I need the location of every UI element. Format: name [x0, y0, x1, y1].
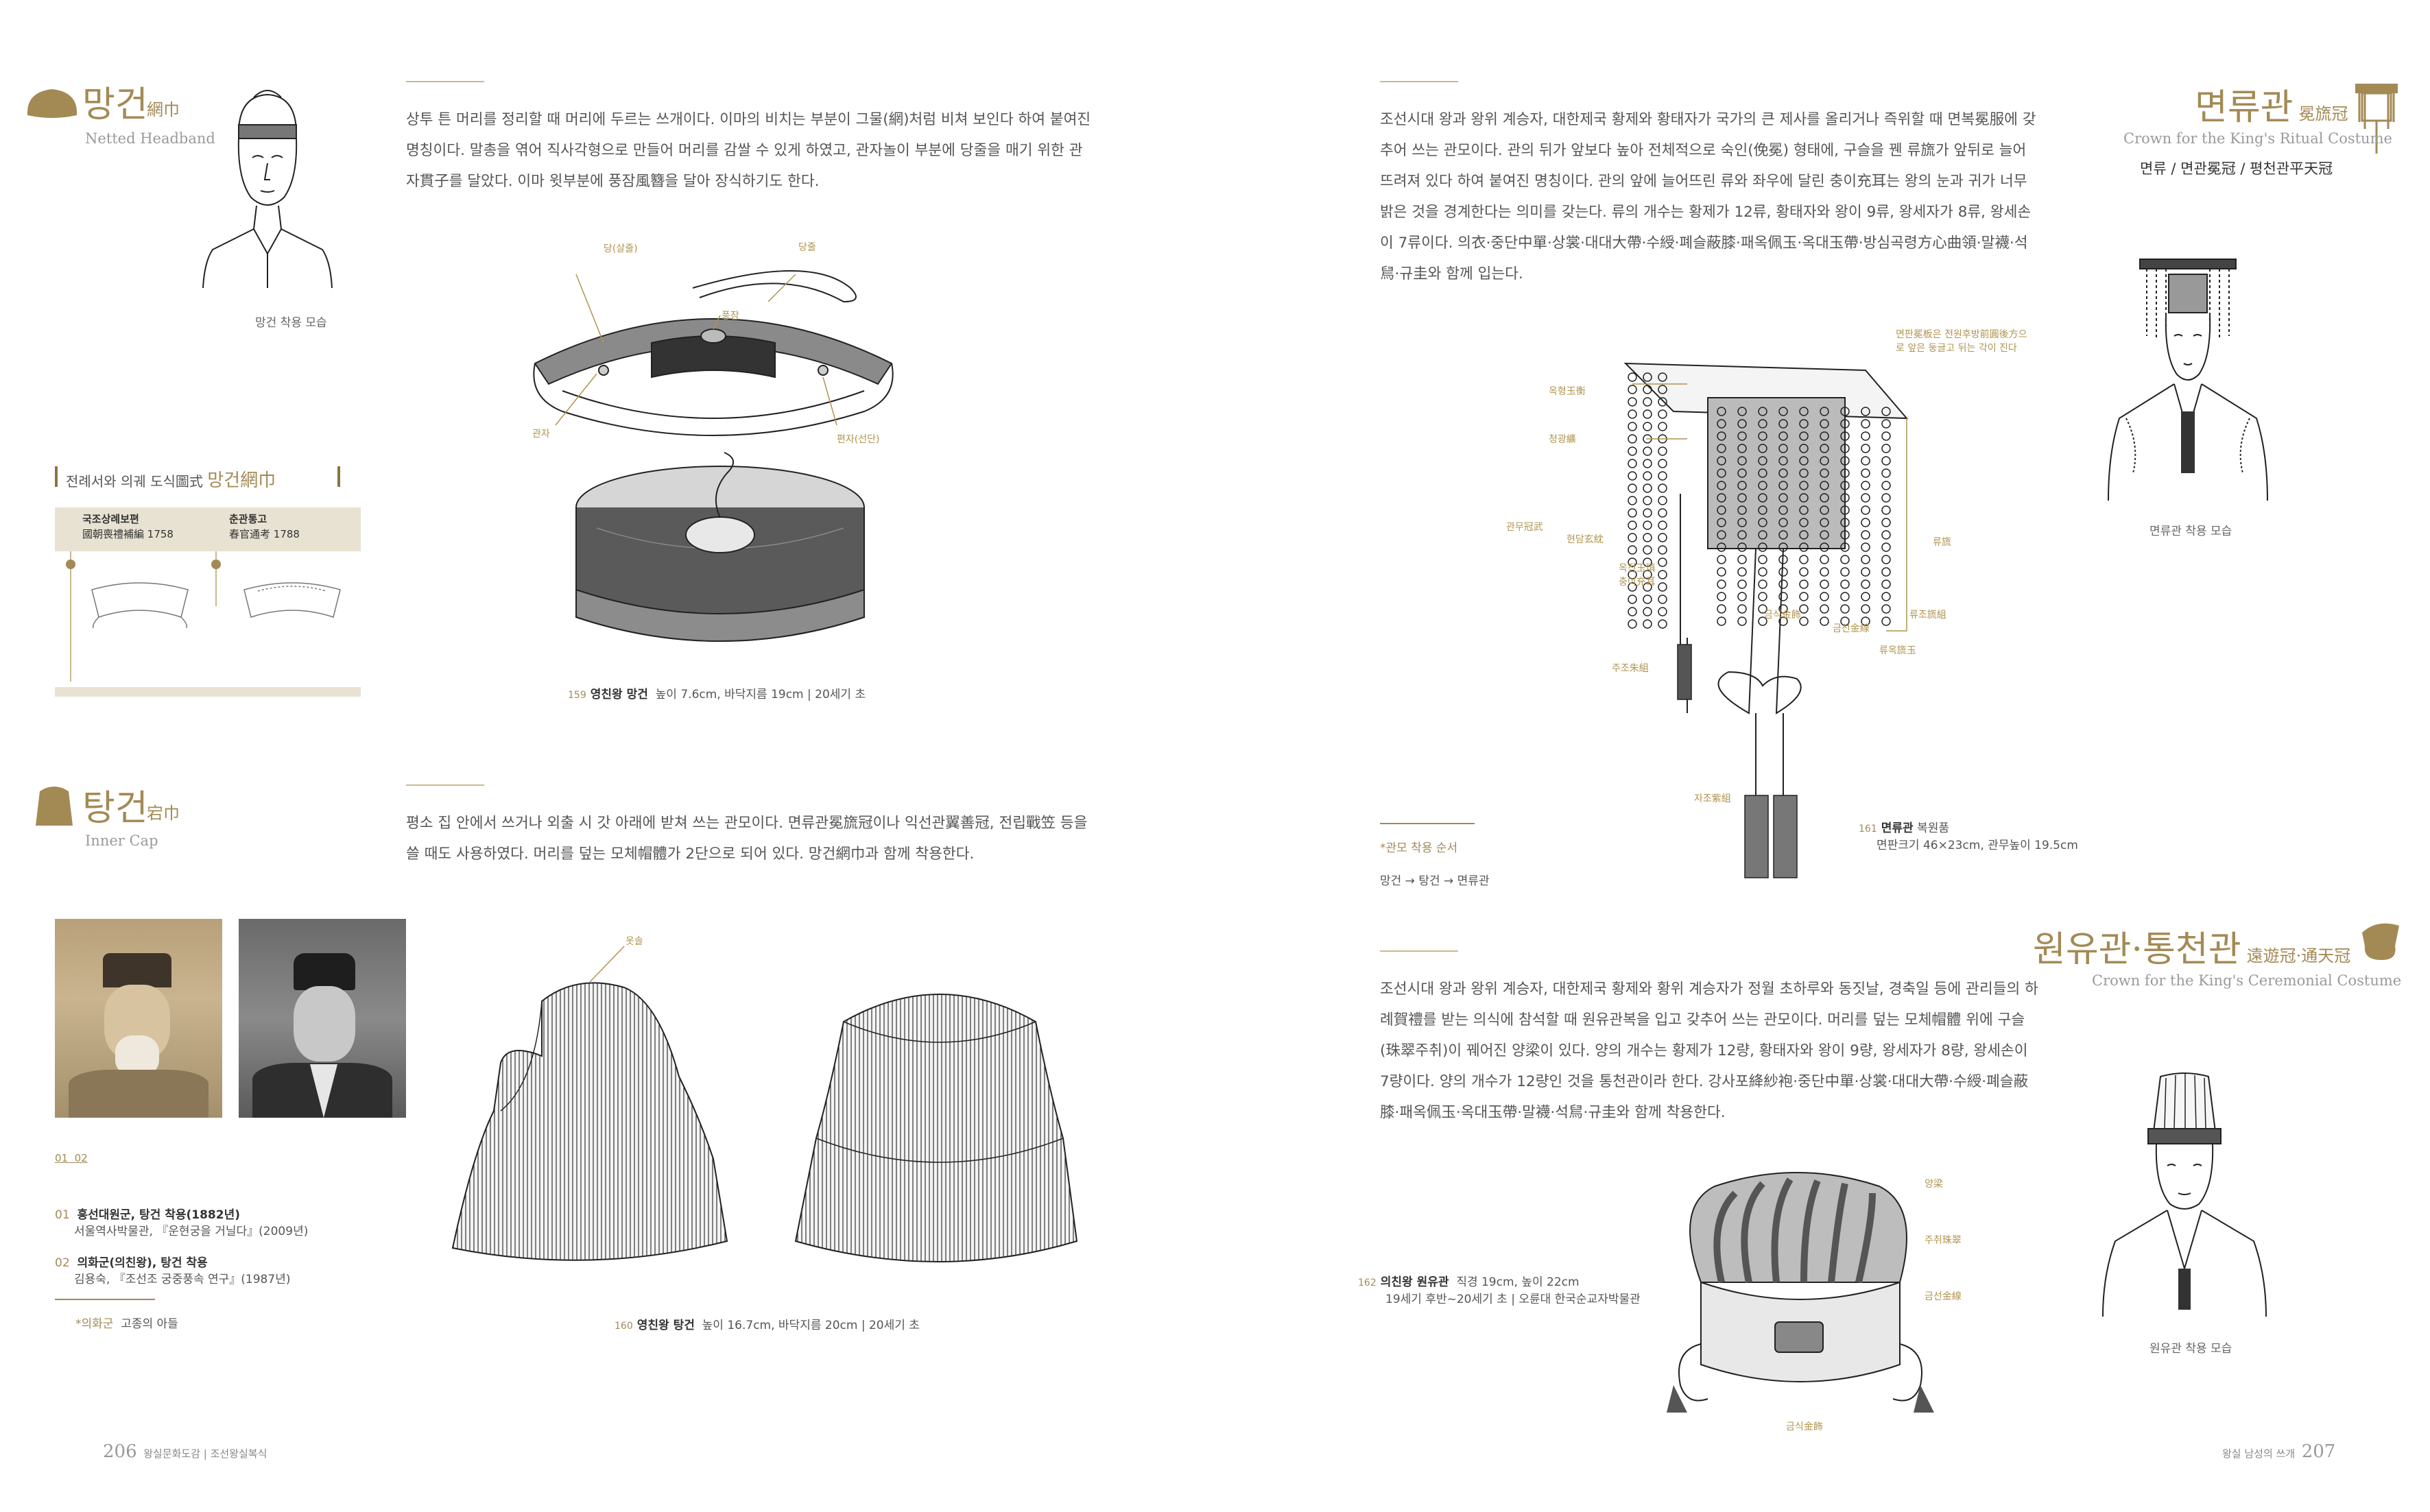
danggeon-title-en: Inner Cap — [85, 832, 158, 849]
myeonryugwan-crown-diagram — [1623, 362, 1909, 878]
myeonryugwan-title-en: Crown for the King's Ritual Costume — [2123, 130, 2392, 147]
manggeon-band-diagram — [533, 270, 894, 436]
danggeon-photo-caption-2: 02 의화군(의친왕), 탕건 착용 김용숙, 『조선조 궁중풍속 연구』(19… — [55, 1256, 291, 1286]
danggeon-rule — [406, 784, 484, 786]
order-text: 망건 → 탕건 → 면류관 — [1380, 874, 1490, 888]
manggeon-title-hanja: 網巾 — [147, 100, 180, 119]
box-source-1-title: 국조상례보편 — [82, 513, 139, 525]
manggeon-label-dang: 당(살줄) — [604, 243, 638, 254]
danggeon-note-rule — [55, 1299, 155, 1300]
order-rule — [1380, 823, 1475, 824]
myeonryugwan-portrait-caption: 면류관 착용 모습 — [2149, 525, 2232, 538]
danggeon-drawing-front — [794, 994, 1078, 1262]
myeonryugwan-label-ryu: 류旒 — [1933, 537, 1951, 548]
myeonryugwan-title-icon — [2355, 84, 2398, 154]
wonyugwan-label-geumsik: 금식金飾 — [1786, 1421, 1823, 1432]
manggeon-diagram-box: 전례서와 의궤 도식圖式 망건網巾 국조상례보편 國朝喪禮補編 1758 춘관통… — [55, 466, 361, 699]
wonyugwan-title-icon — [2362, 923, 2399, 960]
right-page-number: 207 — [2301, 1441, 2336, 1462]
danggeon-note: *의화군 고종의 아들 — [75, 1317, 178, 1331]
myeonryugwan-label-okhyeong: 옥형玉衡 — [1549, 386, 1586, 397]
manggeon-label-pyeonja: 편자(선단) — [837, 434, 880, 445]
manggeon-title-en: Netted Headband — [85, 130, 215, 147]
wonyugwan-label-yang: 양梁 — [1925, 1179, 1943, 1190]
danggeon-body: 평소 집 안에서 쓰거나 외출 시 갓 아래에 받쳐 쓰는 관모이다. 면류관冕… — [406, 815, 1088, 863]
danggeon-title-icon — [36, 787, 73, 826]
manggeon-rule — [406, 81, 484, 82]
manggeon-label-dangjul: 당줄 — [798, 242, 816, 253]
wonyugwan-body: 조선시대 왕과 왕위 계승자, 대한제국 황제와 황위 계승자가 정월 초하루와… — [1380, 981, 2038, 1121]
wonyugwan-portrait-caption: 원유관 착용 모습 — [2149, 1342, 2232, 1356]
wonyugwan-label-juchwi: 주취珠翠 — [1925, 1235, 1962, 1246]
myeonryugwan-label-jujo: 주조朱組 — [1612, 663, 1649, 674]
wonyugwan-portrait — [2102, 1072, 2267, 1317]
danggeon-photo-ids: 01 02 — [55, 1152, 88, 1164]
manggeon-title-icon — [27, 89, 78, 118]
manggeon-title: 망건 — [82, 84, 148, 125]
danggeon-title-hanja: 宕巾 — [147, 804, 180, 823]
myeonryugwan-aliases: 면류 / 면관冕冠 / 평천관平天冠 — [2140, 160, 2333, 177]
myeonryugwan-portrait — [2108, 259, 2268, 501]
manggeon-portrait-caption: 망건 착용 모습 — [255, 316, 327, 330]
danggeon-photo-1 — [55, 919, 222, 1118]
myeonryugwan-label-ryuok: 류옥旒玉 — [1879, 645, 1916, 656]
left-page-number: 206 — [103, 1441, 137, 1462]
wonyugwan-crown-image — [1667, 1172, 1934, 1413]
danggeon-label-otsol: 옷솔 — [626, 936, 643, 947]
myeonryugwan-label-jajo: 자조紫組 — [1694, 793, 1731, 804]
manggeon-label-gwanja: 관자 — [532, 429, 550, 440]
box-heading-word: 망건網巾 — [207, 470, 276, 491]
myeonryugwan-label-myeonpan: 면판冕板은 전원후방前圓後方으로 앞은 둥글고 뒤는 각이 진다 — [1896, 329, 2027, 354]
box-heading-prefix: 전례서와 의궤 도식圖式 — [66, 473, 203, 490]
box-figure-2 — [243, 582, 341, 618]
myeonryugwan-body: 조선시대 왕과 왕위 계승자, 대한제국 황제와 황태자가 국가의 큰 제사를 … — [1380, 111, 2036, 283]
order-label: *관모 착용 순서 — [1380, 841, 1458, 855]
left-footer: 206 왕실문화도감 | 조선왕실복식 — [103, 1441, 267, 1462]
wonyugwan-rule — [1380, 950, 1458, 952]
manggeon-label-pungjam: 풍잠 — [722, 311, 739, 322]
myeonryugwan-label-geumseon: 금선金線 — [1833, 623, 1870, 634]
box-figure-1 — [91, 582, 189, 629]
danggeon-photo-2 — [239, 919, 406, 1118]
myeonryugwan-label-hyeondam: 현담玄紞 — [1567, 534, 1604, 545]
myeonryugwan-rule — [1380, 81, 1458, 82]
manggeon-body: 상투 튼 머리를 정리할 때 머리에 두르는 쓰개이다. 이마의 비치는 부분이… — [406, 111, 1091, 190]
danggeon-title: 탕건 — [82, 788, 148, 829]
myeonryugwan-label-cheonggwang: 청광纊 — [1549, 434, 1576, 445]
myeonryugwan-label-okjin: 옥진玉瑱 충이充耳 — [1619, 563, 1656, 588]
manggeon-portrait — [202, 90, 333, 289]
danggeon-drawing-side — [451, 946, 728, 1261]
danggeon-photo-caption-1: 01 흥선대원군, 탕건 착용(1882년) 서울역사박물관, 『운현궁을 거닐… — [55, 1208, 309, 1238]
myeonryugwan-label-gwanmu: 관무冠武 — [1506, 522, 1543, 533]
box-source-2-title: 춘관통고 — [229, 513, 267, 525]
myeonryugwan-label-ryujo: 류조旒組 — [1909, 610, 1946, 621]
wonyugwan-title-en: Crown for the King's Ceremonial Costume — [2092, 972, 2402, 989]
wonyugwan-label-geumseon: 금선金線 — [1925, 1291, 1962, 1302]
manggeon-artifact-image — [575, 452, 865, 642]
right-footer: 왕실 남성의 쓰개 207 — [2222, 1441, 2336, 1462]
myeonryugwan-label-geumsik: 금식金飾 — [1764, 610, 1801, 621]
